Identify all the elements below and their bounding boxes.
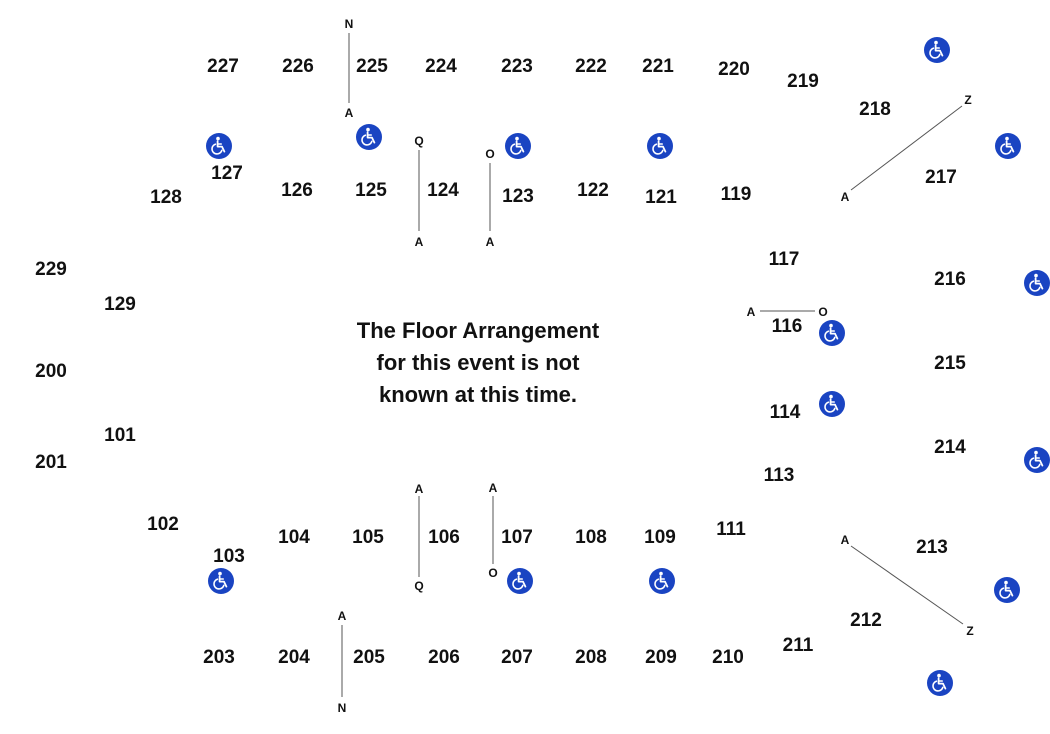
wheelchair-icon[interactable] (924, 37, 950, 63)
section-125[interactable]: 125 (355, 180, 387, 201)
wheelchair-icon[interactable] (819, 391, 845, 417)
row-label-a-123: A (485, 235, 495, 249)
wheelchair-icon[interactable] (819, 320, 845, 346)
section-229[interactable]: 229 (35, 259, 67, 280)
section-111[interactable]: 111 (716, 519, 746, 540)
row-label-a-205: A (337, 609, 347, 623)
wheelchair-icon[interactable] (649, 568, 675, 594)
section-127[interactable]: 127 (211, 163, 243, 184)
section-116[interactable]: 116 (771, 316, 803, 337)
section-109[interactable]: 109 (644, 527, 676, 548)
section-119[interactable]: 119 (720, 184, 752, 205)
wheelchair-icon[interactable] (994, 577, 1020, 603)
row-line-213 (850, 545, 964, 625)
section-210[interactable]: 210 (712, 647, 744, 668)
row-label-a-116: A (746, 305, 756, 319)
row-label-n-top: N (344, 17, 354, 31)
section-117[interactable]: 117 (768, 249, 800, 270)
wheelchair-icon[interactable] (206, 133, 232, 159)
section-205[interactable]: 205 (353, 647, 385, 668)
wheelchair-icon[interactable] (1024, 447, 1050, 473)
section-121[interactable]: 121 (645, 187, 677, 208)
row-label-a-217: A (840, 190, 850, 204)
section-225[interactable]: 225 (356, 56, 388, 77)
section-126[interactable]: 126 (281, 180, 313, 201)
section-105[interactable]: 105 (352, 527, 384, 548)
row-label-a-107: A (488, 481, 498, 495)
section-226[interactable]: 226 (282, 56, 314, 77)
floor-arrangement-notice: The Floor Arrangement for this event is … (357, 315, 599, 411)
row-label-o-123: O (485, 147, 495, 161)
section-222[interactable]: 222 (575, 56, 607, 77)
row-label-o-107: O (488, 566, 498, 580)
section-227[interactable]: 227 (207, 56, 239, 77)
section-108[interactable]: 108 (575, 527, 607, 548)
section-218[interactable]: 218 (859, 99, 891, 120)
row-label-a-106: A (414, 482, 424, 496)
section-103[interactable]: 103 (213, 546, 245, 567)
wheelchair-icon[interactable] (995, 133, 1021, 159)
section-200[interactable]: 200 (35, 361, 67, 382)
section-124[interactable]: 124 (427, 180, 459, 201)
wheelchair-icon[interactable] (647, 133, 673, 159)
section-208[interactable]: 208 (575, 647, 607, 668)
section-106[interactable]: 106 (428, 527, 460, 548)
row-label-n-bottom: N (337, 701, 347, 715)
section-215[interactable]: 215 (934, 353, 966, 374)
row-label-z-218: Z (964, 93, 972, 107)
wheelchair-icon[interactable] (507, 568, 533, 594)
section-206[interactable]: 206 (428, 647, 460, 668)
section-224[interactable]: 224 (425, 56, 457, 77)
wheelchair-icon[interactable] (927, 670, 953, 696)
section-211[interactable]: 211 (782, 635, 814, 656)
section-128[interactable]: 128 (150, 187, 182, 208)
section-107[interactable]: 107 (501, 527, 533, 548)
wheelchair-icon[interactable] (208, 568, 234, 594)
section-212[interactable]: 212 (850, 610, 882, 631)
wheelchair-icon[interactable] (356, 124, 382, 150)
row-label-a-225: A (344, 106, 354, 120)
section-220[interactable]: 220 (718, 59, 750, 80)
section-216[interactable]: 216 (934, 269, 966, 290)
wheelchair-icon[interactable] (505, 133, 531, 159)
section-104[interactable]: 104 (278, 527, 310, 548)
wheelchair-icon[interactable] (1024, 270, 1050, 296)
section-101[interactable]: 101 (104, 425, 136, 446)
section-217[interactable]: 217 (925, 167, 957, 188)
row-label-a-213: A (840, 533, 850, 547)
notice-line-3: known at this time. (378, 382, 578, 407)
section-102[interactable]: 102 (147, 514, 179, 535)
row-label-z-213: Z (966, 624, 974, 638)
section-122[interactable]: 122 (577, 180, 609, 201)
section-214[interactable]: 214 (934, 437, 966, 458)
section-209[interactable]: 209 (645, 647, 677, 668)
row-label-q-124: Q (414, 134, 424, 148)
notice-line-2: for this event is not (376, 350, 580, 375)
section-207[interactable]: 207 (501, 647, 533, 668)
section-219[interactable]: 219 (787, 71, 819, 92)
section-223[interactable]: 223 (501, 56, 533, 77)
row-label-o-116: O (818, 305, 828, 319)
section-113[interactable]: 113 (763, 465, 795, 486)
section-204[interactable]: 204 (278, 647, 310, 668)
row-label-q-106: Q (414, 579, 424, 593)
section-213[interactable]: 213 (916, 537, 948, 558)
row-line-217 (850, 105, 963, 191)
section-123[interactable]: 123 (502, 186, 534, 207)
section-114[interactable]: 114 (769, 402, 801, 423)
section-203[interactable]: 203 (203, 647, 235, 668)
section-201[interactable]: 201 (35, 452, 67, 473)
section-129[interactable]: 129 (104, 294, 136, 315)
notice-line-1: The Floor Arrangement (356, 318, 600, 343)
section-221[interactable]: 221 (642, 56, 674, 77)
row-label-a-124: A (414, 235, 424, 249)
